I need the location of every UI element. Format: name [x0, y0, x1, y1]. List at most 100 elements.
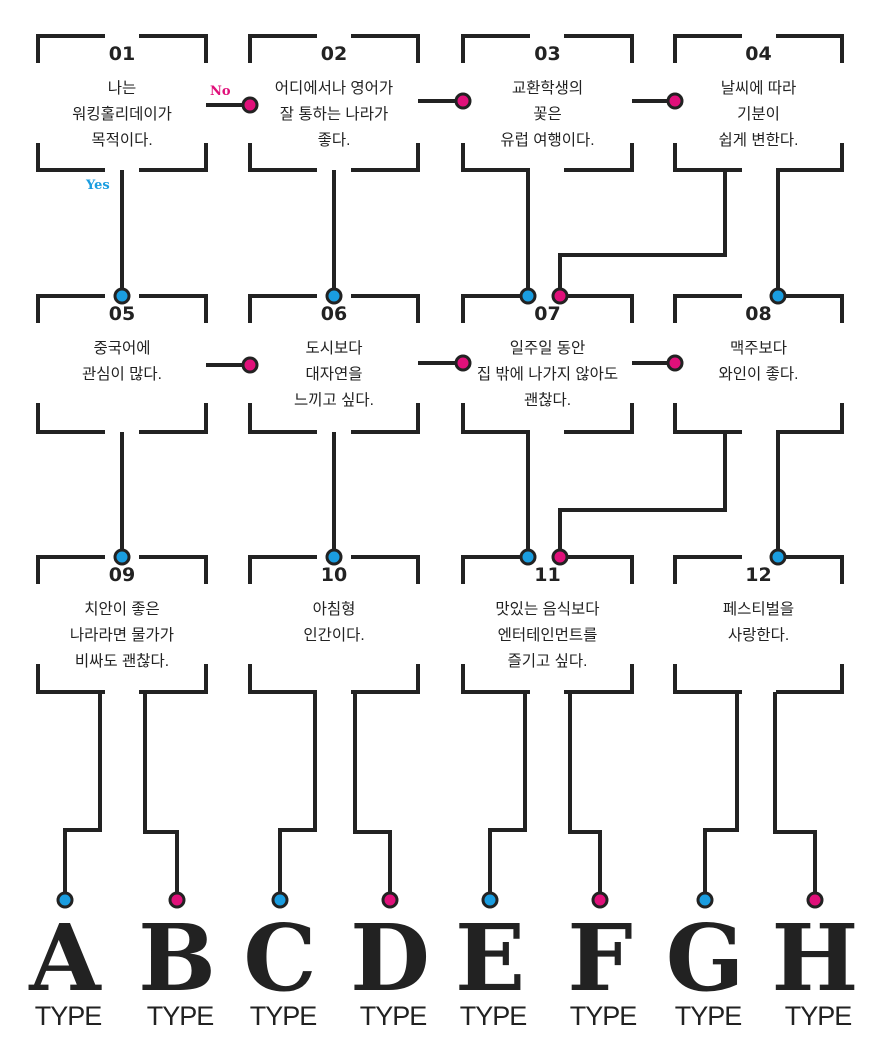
question-box-03-bottom-right	[564, 143, 634, 172]
question-box-12-bottom-left	[673, 664, 742, 694]
question-number-02: 02	[321, 43, 347, 65]
type-letter-E: E	[455, 904, 525, 1012]
type-word-G: TYPE	[675, 1001, 742, 1031]
question-text-07-line-3: 괜찮다.	[524, 391, 571, 409]
conn-10-type-C	[278, 692, 317, 900]
yes-dot-type-C	[271, 891, 289, 909]
question-number-04: 04	[745, 43, 771, 65]
question-box-10-bottom-left	[248, 664, 317, 694]
question-box-12-top-right	[776, 555, 844, 584]
question-box-03-top-right	[564, 34, 634, 63]
yes-dot-05	[113, 287, 131, 305]
question-number-01: 01	[109, 43, 135, 65]
question-text-11-line-2: 엔터테인먼트를	[498, 626, 598, 644]
question-text-10-line-2: 인간이다.	[303, 626, 364, 644]
question-box-01-top-right	[139, 34, 208, 63]
question-box-01-bottom-right	[139, 143, 208, 172]
question-box-09-bottom-left	[36, 664, 105, 694]
question-text-09-line-2: 나라라면 물가가	[70, 626, 174, 644]
question-box-10-bottom-right	[351, 664, 420, 694]
yes-dot-10	[325, 548, 343, 566]
question-text-12-line-1: 페스티벌을	[723, 600, 794, 618]
question-text-02-line-1: 어디에서나 영어가	[275, 79, 393, 97]
question-number-08: 08	[745, 303, 771, 325]
yes-dot-07	[519, 287, 537, 305]
type-letter-F: F	[567, 904, 632, 1012]
type-word-A: TYPE	[35, 1001, 102, 1031]
question-number-11: 11	[534, 564, 560, 586]
no-dot-02	[241, 96, 259, 114]
question-box-03-bottom-left	[461, 143, 530, 172]
conn-12-type-G	[703, 692, 739, 900]
question-box-06-top-right	[351, 294, 420, 323]
question-box-07-bottom-right	[564, 403, 634, 434]
no-dot-type-F	[591, 891, 609, 909]
question-box-04-bottom-right	[776, 143, 844, 172]
question-box-09-bottom-right	[139, 664, 208, 694]
question-text-01-line-2: 워킹홀리데이가	[72, 105, 172, 123]
type-word-D: TYPE	[360, 1001, 427, 1031]
question-text-04-line-1: 날씨에 따라	[721, 79, 797, 97]
question-box-10-top-right	[351, 555, 420, 584]
no-dot-type-H	[806, 891, 824, 909]
type-word-H: TYPE	[785, 1001, 852, 1031]
question-number-12: 12	[745, 564, 771, 586]
yes-dot-09	[113, 548, 131, 566]
conn-08-11	[558, 432, 727, 557]
question-number-09: 09	[109, 564, 135, 586]
type-letter-D: D	[350, 904, 430, 1012]
question-box-11-top-right	[564, 555, 634, 584]
yes-label: Yes	[85, 178, 110, 193]
question-box-10-top-left	[248, 555, 317, 584]
question-box-07-top-right	[564, 294, 634, 323]
question-number-10: 10	[321, 564, 347, 586]
no-label: No	[210, 84, 231, 99]
question-text-02-line-3: 좋다.	[318, 131, 351, 149]
type-word-E: TYPE	[460, 1001, 527, 1031]
no-dot-type-D	[381, 891, 399, 909]
question-box-11-bottom-right	[564, 664, 634, 694]
question-text-12-line-2: 사랑한다.	[728, 626, 789, 644]
question-box-05-top-right	[139, 294, 208, 323]
question-box-01-bottom-left	[36, 143, 105, 172]
no-dot-08	[666, 354, 684, 372]
no-dot-07	[454, 354, 472, 372]
question-text-03-line-3: 유럽 여행이다.	[500, 131, 594, 149]
question-text-10-line-1: 아침형	[313, 600, 356, 618]
question-text-01-line-1: 나는	[108, 79, 137, 97]
conn-09-type-B	[143, 692, 179, 900]
question-box-07-top-left	[461, 294, 530, 323]
question-text-08-line-1: 맥주보다	[730, 339, 787, 357]
question-box-05-bottom-right	[139, 403, 208, 434]
question-box-02-top-right	[351, 34, 420, 63]
yes-dot-08	[769, 287, 787, 305]
type-letter-A: A	[28, 904, 102, 1012]
no-dot-07b	[551, 287, 569, 305]
question-text-02-line-2: 잘 통하는 나라가	[280, 105, 388, 123]
question-box-02-bottom-right	[351, 143, 420, 172]
type-letter-G: G	[666, 904, 745, 1012]
question-box-03-top-left	[461, 34, 530, 63]
no-dot-type-B	[168, 891, 186, 909]
no-dot-03	[454, 92, 472, 110]
question-number-07: 07	[534, 303, 560, 325]
question-box-11-top-left	[461, 555, 530, 584]
question-number-06: 06	[321, 303, 347, 325]
yes-dot-type-G	[696, 891, 714, 909]
question-box-12-bottom-right	[776, 664, 844, 694]
question-number-05: 05	[109, 303, 135, 325]
question-text-01-line-3: 목적이다.	[91, 131, 152, 149]
question-text-09-line-1: 치안이 좋은	[84, 600, 160, 618]
question-box-12-top-left	[673, 555, 742, 584]
question-box-09-top-right	[139, 555, 208, 584]
type-letter-C: C	[243, 904, 316, 1012]
question-text-03-line-1: 교환학생의	[512, 79, 583, 97]
question-box-06-top-left	[248, 294, 317, 323]
no-dot-11	[551, 548, 569, 566]
question-box-04-top-right	[776, 34, 844, 63]
question-box-08-top-right	[776, 294, 844, 323]
question-box-06-bottom-left	[248, 403, 317, 434]
question-box-05-top-left	[36, 294, 105, 323]
question-box-08-bottom-left	[673, 403, 742, 434]
